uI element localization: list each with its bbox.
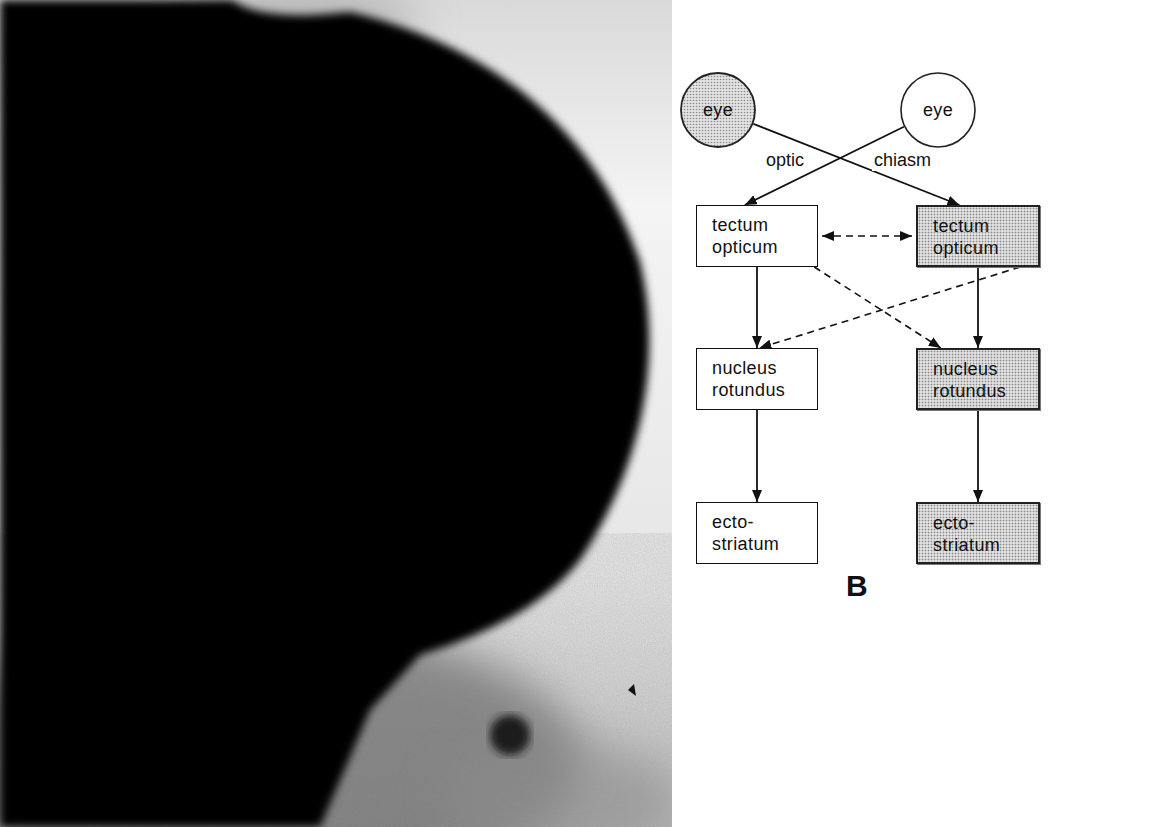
dashed-projection: [822, 235, 912, 237]
node-text: eye: [923, 99, 953, 121]
pathway-label: chiasm: [872, 150, 933, 171]
process-box: tectum opticum: [696, 205, 818, 267]
dashed-projection: [759, 267, 1020, 348]
dashed-projection: [814, 267, 941, 348]
node-text: tectum opticum: [933, 215, 1028, 259]
projection-arrow: [977, 267, 979, 348]
node-text: ecto- striatum: [712, 511, 807, 555]
projection-arrow: [977, 410, 979, 502]
eye-cap: [672, 62, 758, 105]
projection-arrow: [756, 410, 758, 502]
node-text: ecto- striatum: [933, 512, 1028, 556]
eye-circle: eye: [680, 72, 756, 148]
projection-arrow: [756, 267, 758, 348]
node-text: eye: [703, 99, 733, 121]
process-box: tectum opticum: [916, 205, 1040, 267]
panel-letter: B: [844, 568, 870, 603]
process-box: nucleus rotundus: [696, 348, 818, 410]
node-text: nucleus rotundus: [933, 358, 1028, 402]
process-box: ecto- striatum: [696, 502, 818, 564]
micrograph: [0, 0, 672, 827]
eye-circle: eye: [900, 72, 976, 148]
process-box: ecto- striatum: [916, 502, 1040, 564]
node-text: tectum opticum: [712, 214, 807, 258]
process-box: nucleus rotundus: [916, 348, 1040, 410]
node-text: nucleus rotundus: [712, 357, 807, 401]
pathway-label: optic: [764, 150, 806, 171]
